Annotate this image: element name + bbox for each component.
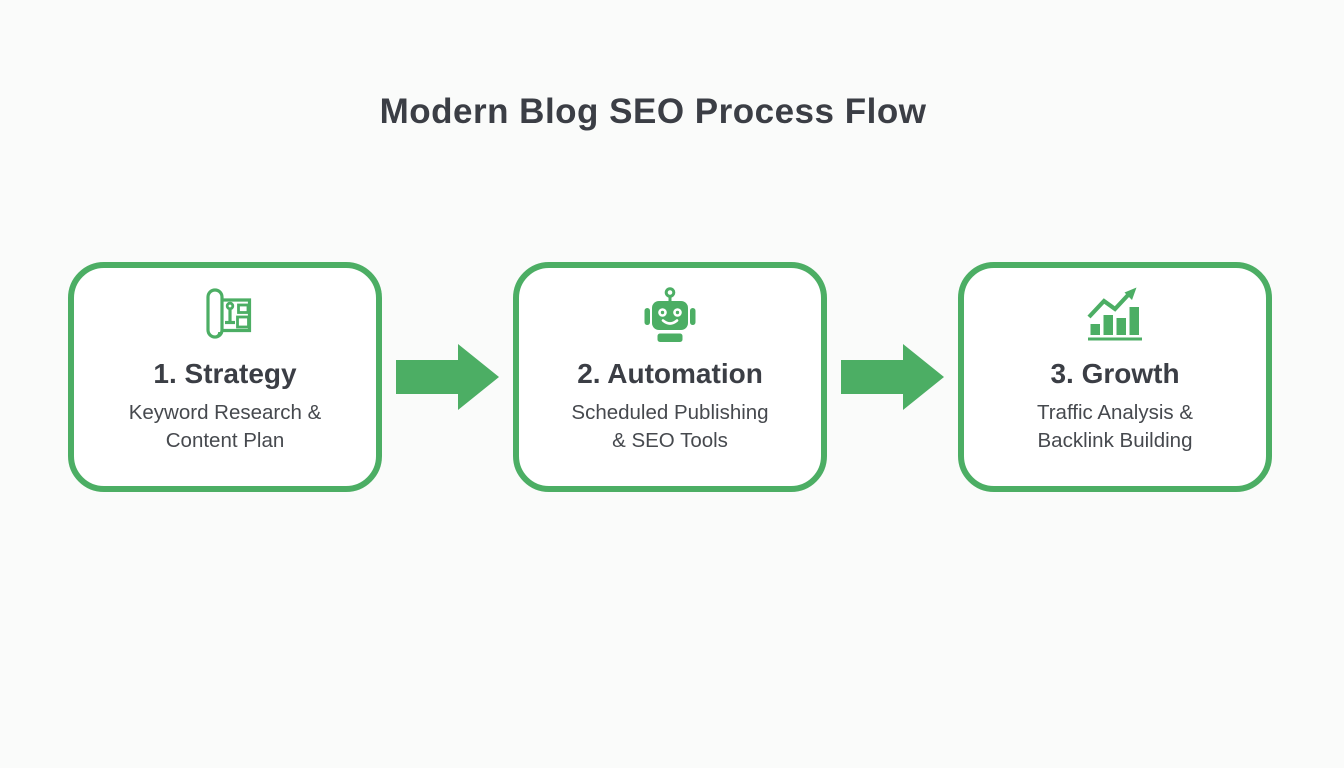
step-subtitle: Keyword Research & Content Plan bbox=[128, 401, 322, 452]
step-subtitle: Scheduled Publishing & SEO Tools bbox=[571, 401, 769, 452]
step-card-growth: 3. Growth Traffic Analysis & Backlink Bu… bbox=[958, 262, 1272, 492]
arrow-right-icon bbox=[382, 343, 513, 411]
robot-icon bbox=[638, 281, 702, 349]
step-card-strategy: 1. Strategy Keyword Research & Content P… bbox=[68, 262, 382, 492]
step-card-automation: 2. Automation Scheduled Publishing & SEO… bbox=[513, 262, 827, 492]
step-title: 2. Automation bbox=[577, 358, 763, 389]
step-title: 1. Strategy bbox=[153, 358, 297, 389]
arrow-right-icon bbox=[827, 343, 958, 411]
step-title: 3. Growth bbox=[1050, 358, 1180, 389]
blueprint-icon bbox=[193, 281, 257, 349]
page-title: Modern Blog SEO Process Flow bbox=[379, 92, 927, 131]
growth-chart-icon bbox=[1083, 281, 1147, 349]
process-flow: 1. Strategy Keyword Research & Content P… bbox=[68, 262, 1272, 492]
step-subtitle: Traffic Analysis & Backlink Building bbox=[1036, 401, 1194, 452]
